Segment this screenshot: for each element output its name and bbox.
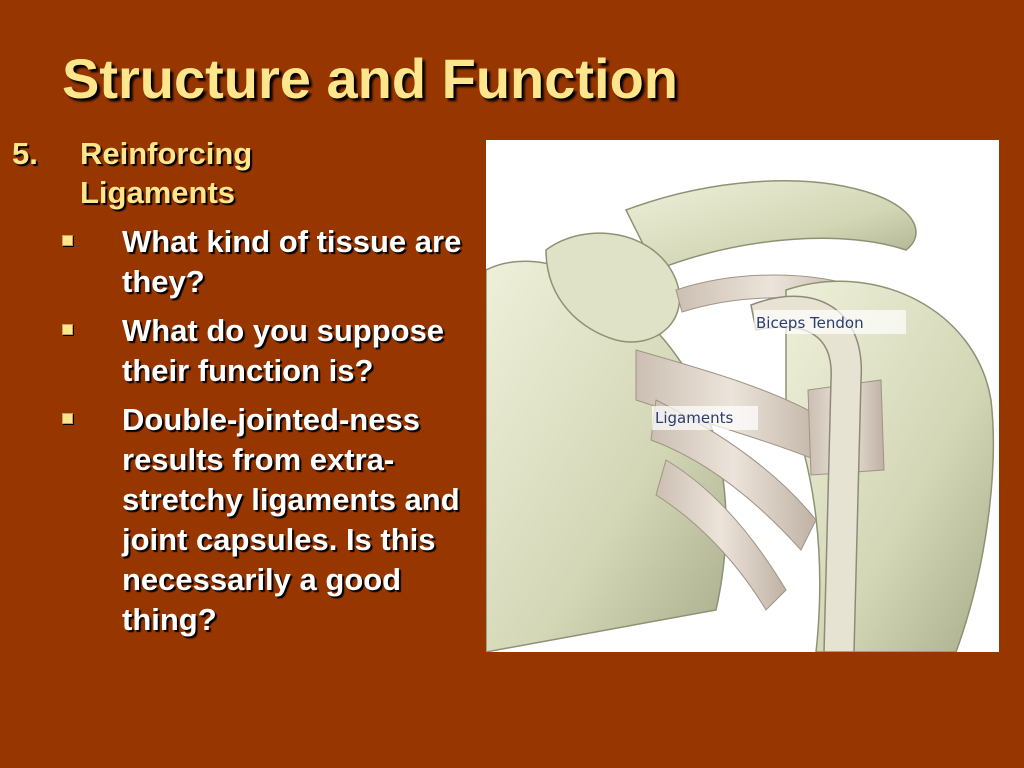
bullet-item: What do you suppose their function is? xyxy=(62,311,482,391)
item-number: 5. xyxy=(12,136,38,171)
square-bullet-icon xyxy=(62,222,122,302)
bullet-item: Double-jointed-ness results from extra-s… xyxy=(62,400,482,640)
ligaments-label: Ligaments xyxy=(655,409,733,427)
square-bullet-icon xyxy=(62,400,122,640)
shoulder-illustration: Biceps Tendon Ligaments xyxy=(486,140,999,652)
slide-title: Structure and Function xyxy=(62,47,678,110)
bullet-text: Double-jointed-ness results from extra-s… xyxy=(122,402,460,637)
square-bullet-icon xyxy=(62,311,122,391)
item-heading: Reinforcing Ligaments xyxy=(80,136,253,210)
bullet-text: What kind of tissue are they? xyxy=(122,224,462,299)
bullet-item: What kind of tissue are they? xyxy=(62,222,482,302)
shoulder-anatomy-figure: Biceps Tendon Ligaments xyxy=(486,140,999,652)
biceps-tendon-label: Biceps Tendon xyxy=(756,314,864,332)
bullet-list: What kind of tissue are they? What do yo… xyxy=(62,222,482,649)
numbered-item: 5. Reinforcing Ligaments xyxy=(12,134,340,212)
bullet-text: What do you suppose their function is? xyxy=(122,313,445,388)
